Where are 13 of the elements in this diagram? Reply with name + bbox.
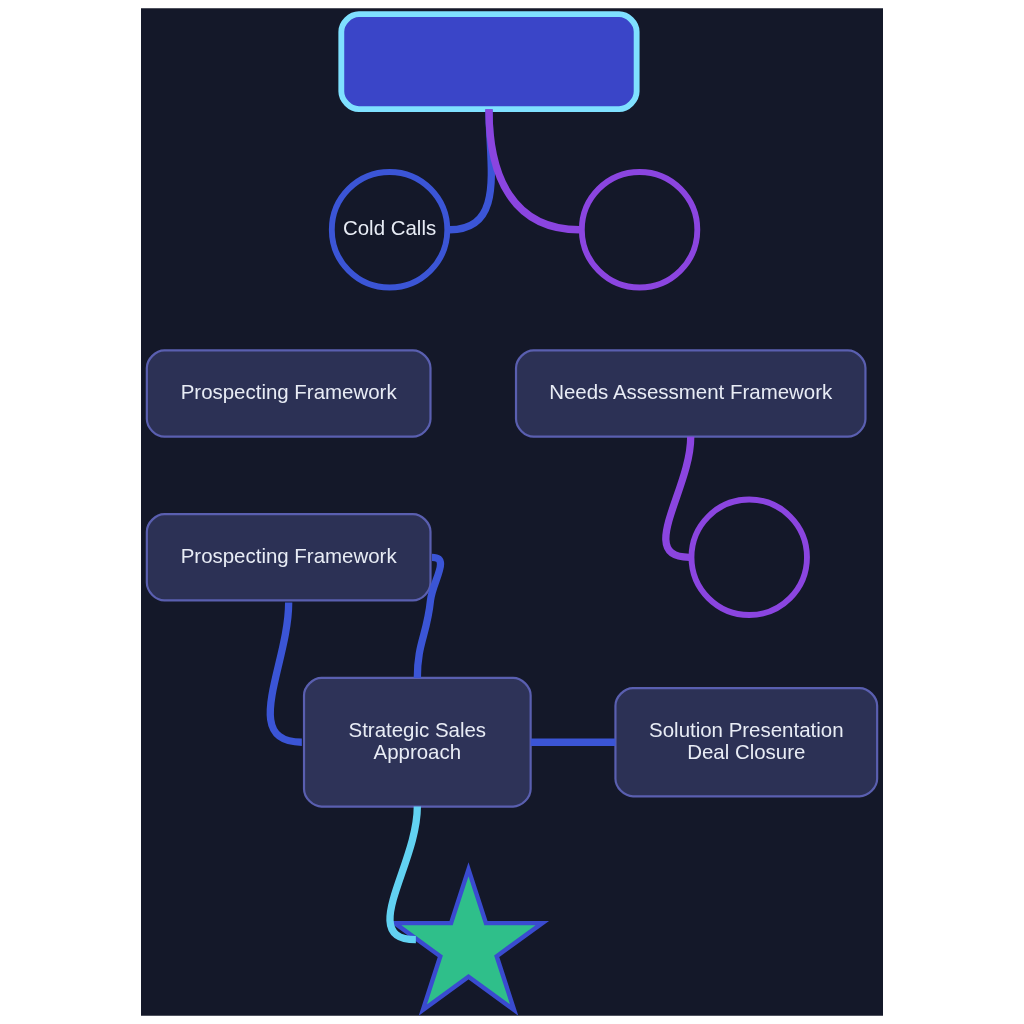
connector [413,553,445,678]
connector [530,738,616,746]
node-box: Needs Assessment Framework [514,349,867,438]
node-circle [688,496,810,618]
connector [485,109,580,234]
node-box: Solution Presentation Deal Closure [614,687,879,798]
node-box: Prospecting Framework [145,349,432,438]
node-pill [338,11,640,113]
node-box: Strategic Sales Approach [302,676,532,808]
node-box: Prospecting Framework [145,513,432,602]
node-circle: Cold Calls [328,169,451,291]
node-circle [578,169,701,291]
connector [386,806,421,944]
